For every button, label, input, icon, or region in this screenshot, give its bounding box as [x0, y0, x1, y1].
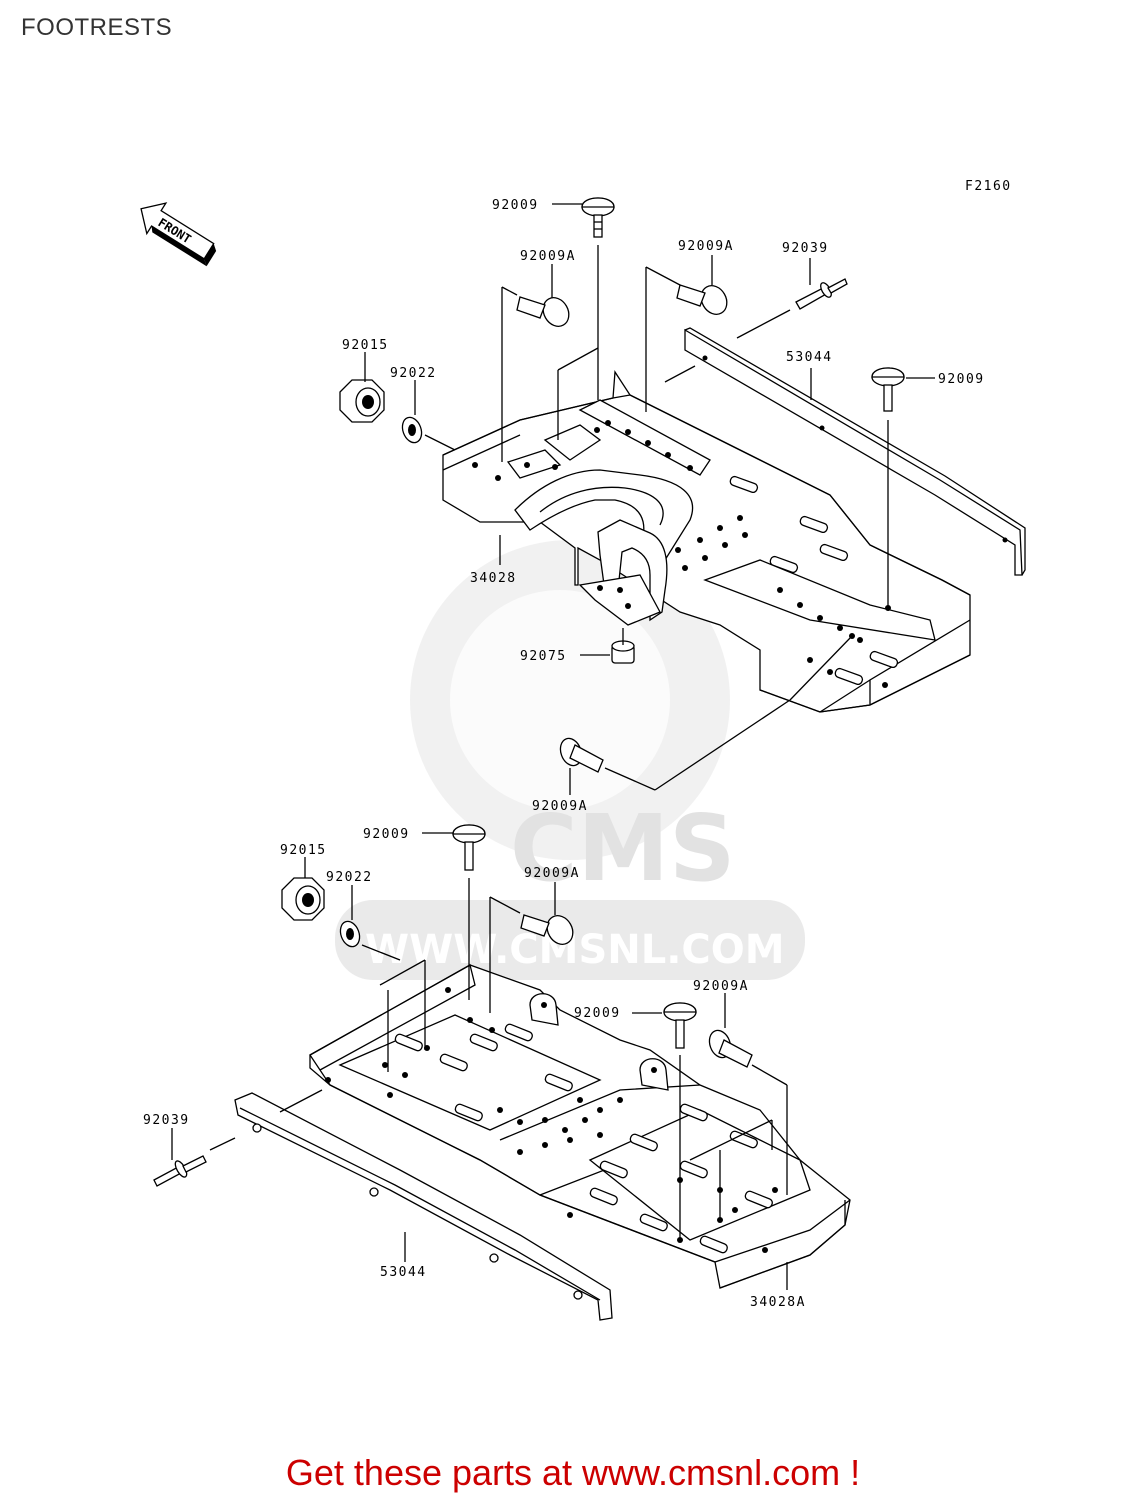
upper-label-bolt-a-left: 92009A [520, 249, 576, 264]
upper-bolt-92009-top-icon [581, 197, 615, 238]
upper-label-bolt-a-bottom: 92009A [532, 799, 588, 814]
lower-guard-53044 [234, 1092, 613, 1321]
lower-label-bolt-mid: 92009 [574, 1006, 621, 1021]
lower-label-washer: 92022 [326, 870, 373, 885]
lower-leader-lines [171, 832, 788, 1290]
lower-bolt-92009-mid-icon [663, 1002, 697, 1049]
upper-label-nut: 92015 [342, 338, 389, 353]
lower-label-pin: 92039 [143, 1113, 190, 1128]
lower-label-bolt-top: 92009 [363, 827, 410, 842]
upper-label-pin: 92039 [782, 241, 829, 256]
lower-label-footrest: 34028A [750, 1295, 806, 1310]
lower-assembly: 92009 92015 92022 92009A 92009 92009A 92… [143, 824, 851, 1321]
figure-code: F2160 [965, 179, 1012, 194]
upper-pin-92039-icon [795, 278, 848, 310]
lower-label-nut: 92015 [280, 843, 327, 858]
page-title: FOOTRESTS [21, 14, 173, 41]
upper-label-washer: 92022 [390, 366, 437, 381]
upper-label-guard: 53044 [786, 350, 833, 365]
upper-label-bolt-a-right: 92009A [678, 239, 734, 254]
upper-bolt-92009a-left-icon [516, 296, 570, 327]
lower-bolt-92009-top-icon [452, 824, 486, 871]
lower-nut-92015-icon [281, 877, 325, 921]
watermark-logo-text: CMS [510, 795, 735, 902]
lower-label-bolt-a-top: 92009A [524, 866, 580, 881]
lower-mounting-holes [325, 987, 778, 1253]
lower-bolt-92009a-right-icon [708, 1029, 753, 1068]
upper-label-grommet: 92075 [520, 649, 567, 664]
watermark-url-text: WWW.CMSNL.COM [365, 927, 785, 973]
upper-label-bolt-right: 92009 [938, 372, 985, 387]
lower-label-bolt-a-right: 92009A [693, 979, 749, 994]
footer-link-text[interactable]: Get these parts at www.cmsnl.com ! [285, 1452, 861, 1493]
upper-label-bolt-top: 92009 [492, 198, 539, 213]
lower-bolt-92009a-top-icon [520, 914, 574, 945]
upper-bolt-92009-right-icon [871, 367, 905, 412]
upper-label-footrest: 34028 [470, 571, 517, 586]
lower-slots [394, 1023, 773, 1254]
upper-bolt-92009a-right-icon [676, 284, 728, 315]
upper-footrest-plate [442, 370, 971, 713]
upper-nut-92015-icon [339, 379, 385, 423]
upper-assembly: 92009 92009A 92009A 92039 92015 92022 53… [339, 197, 1026, 814]
front-arrow-icon: FRONT [140, 202, 217, 267]
upper-mounting-holes [472, 420, 891, 688]
upper-leader-lines [364, 203, 935, 795]
lower-pin-92039-icon [153, 1155, 207, 1187]
upper-guard-53044 [684, 327, 1026, 576]
upper-bolt-92009a-bottom-icon [559, 737, 604, 773]
lower-footrest-plate [309, 964, 851, 1289]
lower-label-guard: 53044 [380, 1265, 427, 1280]
lower-washer-92022-icon [339, 920, 361, 948]
upper-washer-92022-icon [401, 416, 423, 444]
parts-diagram: CMS WWW.CMSNL.COM F2160 FRONT [140, 179, 1026, 1321]
